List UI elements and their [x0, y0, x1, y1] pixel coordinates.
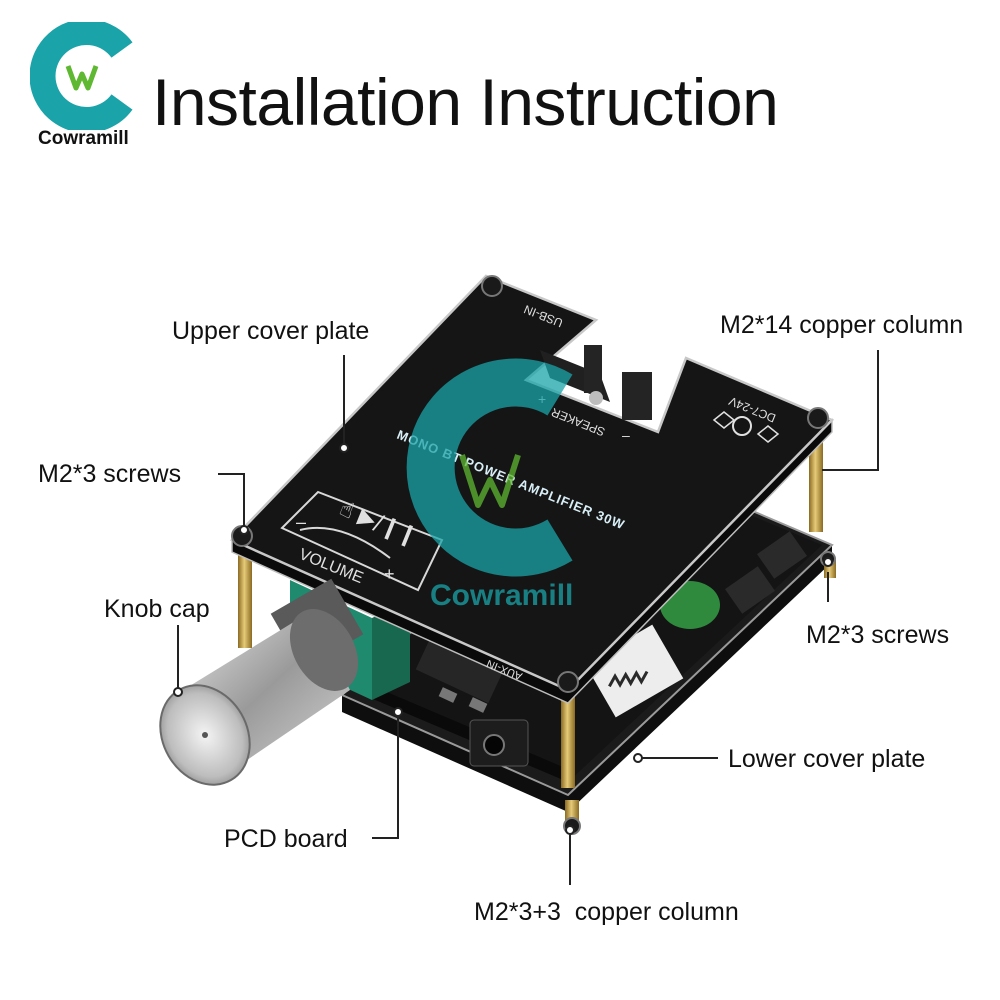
callout-pcd-board: PCD board [224, 825, 348, 853]
callout-m2x14-copper-column: M2*14 copper column [720, 311, 964, 339]
callout-m2x3-screws-right: M2*3 screws [806, 621, 950, 649]
bluetooth-module [584, 624, 684, 718]
callout-m2x3-screws-left: M2*3 screws [38, 460, 182, 488]
brand-watermark: Cowramill [406, 358, 573, 612]
watermark-text: Cowramill [430, 579, 573, 612]
callout-m2x3-3-copper-column: M2*3+3 copper column [474, 898, 739, 926]
speaker-terminal [540, 345, 652, 420]
svg-text:–: – [622, 427, 630, 443]
bt-antenna-trace [608, 670, 649, 688]
page-title: Installation Instruction [152, 65, 779, 139]
leader-pcd [372, 712, 399, 839]
brass-standoffs-upper [238, 292, 823, 788]
callout-knob-cap: Knob cap [104, 595, 210, 623]
callout-lower-cover-plate: Lower cover plate [728, 745, 926, 773]
svg-text:–: – [296, 512, 306, 532]
dc-polarity-symbol [732, 416, 752, 436]
svg-text:+: + [384, 564, 395, 584]
brand-logo [30, 22, 133, 130]
callout-dots [173, 443, 833, 835]
callout-upper-cover-plate: Upper cover plate [172, 317, 370, 345]
callout-leaders [177, 350, 879, 885]
leader-screws-left [218, 473, 245, 528]
logo-w-mark [65, 65, 99, 91]
leader-m2x14 [822, 350, 879, 471]
logo-c-ring [30, 22, 133, 130]
brand-name: Cowramill [38, 128, 129, 149]
